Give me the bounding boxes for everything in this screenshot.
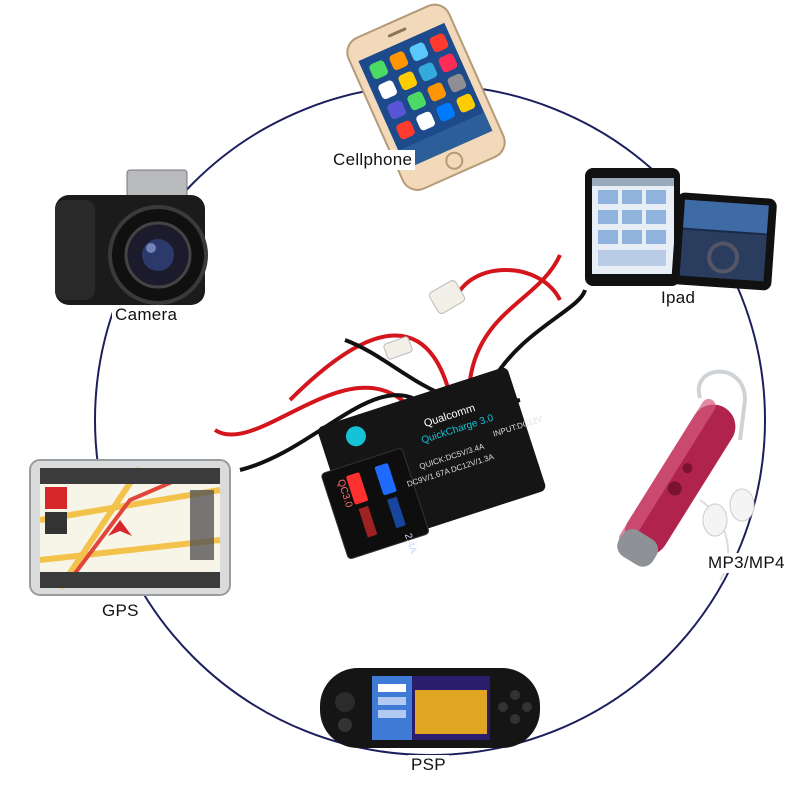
device-label-psp: PSP	[408, 755, 449, 775]
camera-icon	[55, 169, 208, 305]
device-label-cellphone: Cellphone	[330, 150, 416, 170]
device-label-camera: Camera	[112, 305, 181, 325]
media-player-icon	[617, 369, 755, 581]
tablet-icon	[585, 168, 777, 291]
device-label-ipad: Ipad	[658, 288, 699, 308]
device-label-mp3: MP3/MP4	[705, 553, 788, 573]
usb-charger-icon	[213, 254, 587, 559]
gps-navigator-icon	[29, 459, 231, 596]
handheld-console-icon	[320, 668, 540, 748]
device-label-gps: GPS	[99, 601, 142, 621]
smartphone-icon	[346, 3, 506, 191]
